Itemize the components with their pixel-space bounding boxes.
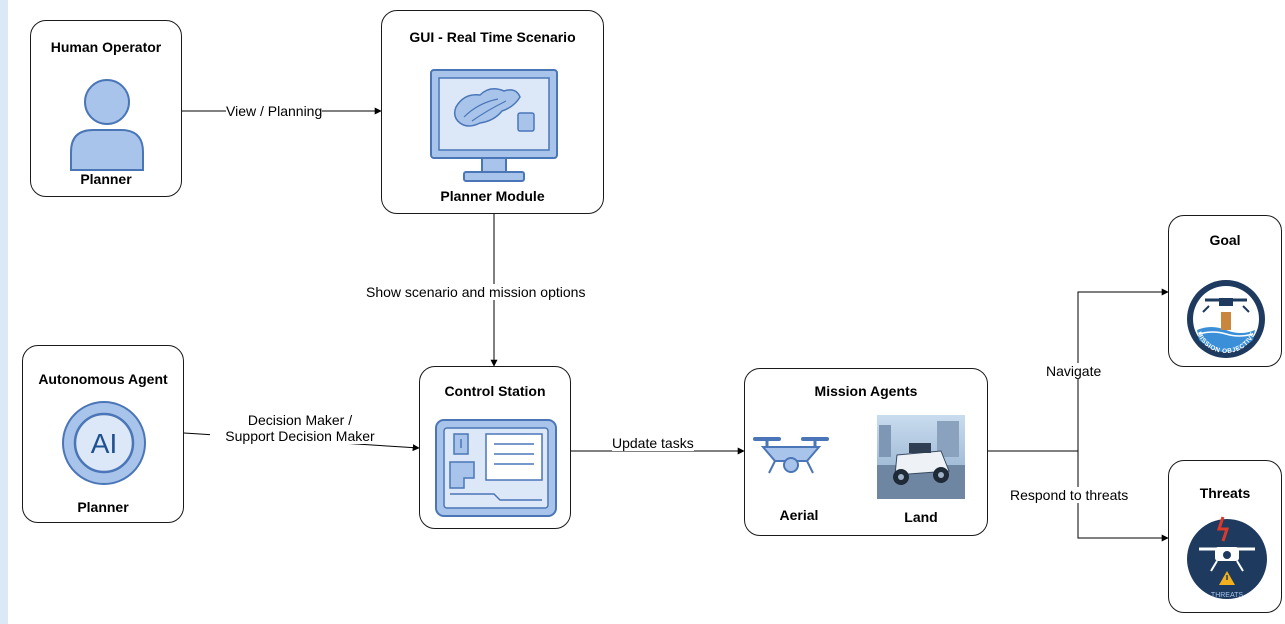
node-title: Mission Agents: [814, 383, 918, 399]
label-update-tasks: Update tasks: [612, 435, 694, 451]
control-panel-icon: [435, 419, 557, 517]
ai-icon: AI: [62, 401, 146, 485]
drone-icon: [753, 437, 829, 474]
mission-objective-badge-icon: MISSION OBJECTIVE: [1187, 280, 1265, 358]
node-subtitle: Planner Module: [440, 188, 545, 204]
node-title: Threats: [1199, 485, 1251, 501]
threats-badge-icon: THREATS: [1187, 516, 1267, 599]
label-decision-maker-line2: Support Decision Maker: [225, 428, 375, 444]
land-label: Land: [904, 509, 938, 525]
label-respond-threats: Respond to threats: [1010, 487, 1129, 503]
node-mission-agents: Mission Agents Aerial Land: [744, 368, 988, 536]
diagram-canvas: [8, 0, 1285, 624]
label-show-scenario: Show scenario and mission options: [366, 284, 586, 300]
land-robot-icon: [877, 415, 965, 499]
ai-icon-text: AI: [91, 428, 117, 459]
node-human-operator: Human Operator Planner: [30, 20, 182, 197]
node-gui: GUI - Real Time Scenario Planner Module: [381, 10, 604, 214]
monitor-map-icon: [430, 69, 558, 182]
threats-badge-text: THREATS: [1211, 592, 1243, 599]
node-title: Control Station: [444, 383, 546, 399]
node-title: GUI - Real Time Scenario: [409, 29, 576, 45]
label-view-planning: View / Planning: [226, 103, 323, 119]
node-goal: Goal MISSION OBJECTIVE: [1168, 215, 1282, 367]
edge-respond-threats: [1077, 451, 1169, 542]
node-subtitle: Planner: [77, 499, 129, 515]
node-subtitle: Planner: [80, 171, 132, 187]
aerial-label: Aerial: [779, 507, 819, 523]
node-title: Human Operator: [50, 39, 162, 55]
node-title: Autonomous Agent: [38, 371, 168, 387]
label-navigate: Navigate: [1046, 363, 1102, 379]
label-decision-maker-line1: Decision Maker /: [247, 412, 353, 428]
node-title: Goal: [1209, 232, 1241, 248]
node-autonomous-agent: Autonomous Agent AI Planner: [22, 345, 184, 523]
node-threats: Threats THREATS: [1168, 460, 1282, 613]
person-icon: [70, 79, 144, 171]
node-control-station: Control Station: [419, 366, 571, 529]
label-decision-maker: Decision Maker / Support Decision Maker: [210, 412, 390, 444]
